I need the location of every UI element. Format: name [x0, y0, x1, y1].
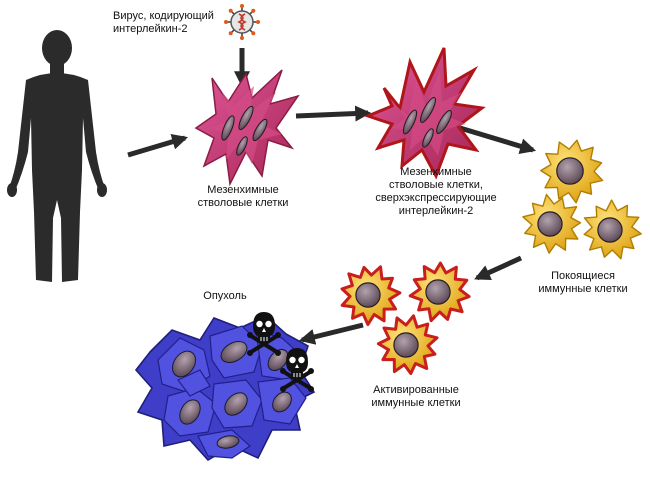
- activated-immune-cell: [376, 314, 439, 375]
- resting-immune-cell: [540, 139, 604, 204]
- skull-crossbones-icon: [280, 348, 314, 392]
- activated-immune-cell: [408, 261, 471, 323]
- activated-immune-cells: [340, 261, 471, 375]
- human-silhouette-icon: [7, 30, 107, 282]
- arrow-person-to-msc: [127, 133, 189, 158]
- msc-il2-label: Мезенхимные стволовые клетки, сверхэкспр…: [375, 166, 497, 217]
- activated-immune-label: Активированные иммунные клетки: [371, 384, 461, 409]
- resting-immune-cells: [522, 139, 642, 260]
- resting-immune-cell: [583, 199, 642, 260]
- skull-crossbones-icon: [247, 312, 281, 356]
- arrow-activated-to-tumor: [298, 322, 364, 345]
- arrow-msc-to-msc-il2: [295, 105, 372, 122]
- msc-il2-cells: [363, 47, 486, 180]
- tumor-label: Опухоль: [203, 290, 247, 302]
- resting-immune-cell: [522, 193, 582, 254]
- virus-label: Вирус, кодирующий интерлейкин-2: [113, 10, 214, 35]
- flow-arrows: [127, 48, 537, 345]
- arrow-resting-to-activated: [474, 255, 523, 281]
- activated-immune-cell: [340, 265, 402, 326]
- resting-immune-label: Покоящиеся иммунные клетки: [538, 270, 628, 295]
- arrow-msc-il2-to-resting: [459, 125, 537, 154]
- msc-label: Мезенхимные стволовые клетки: [197, 184, 289, 209]
- virus-icon: [224, 4, 260, 40]
- msc-cells: [194, 69, 300, 187]
